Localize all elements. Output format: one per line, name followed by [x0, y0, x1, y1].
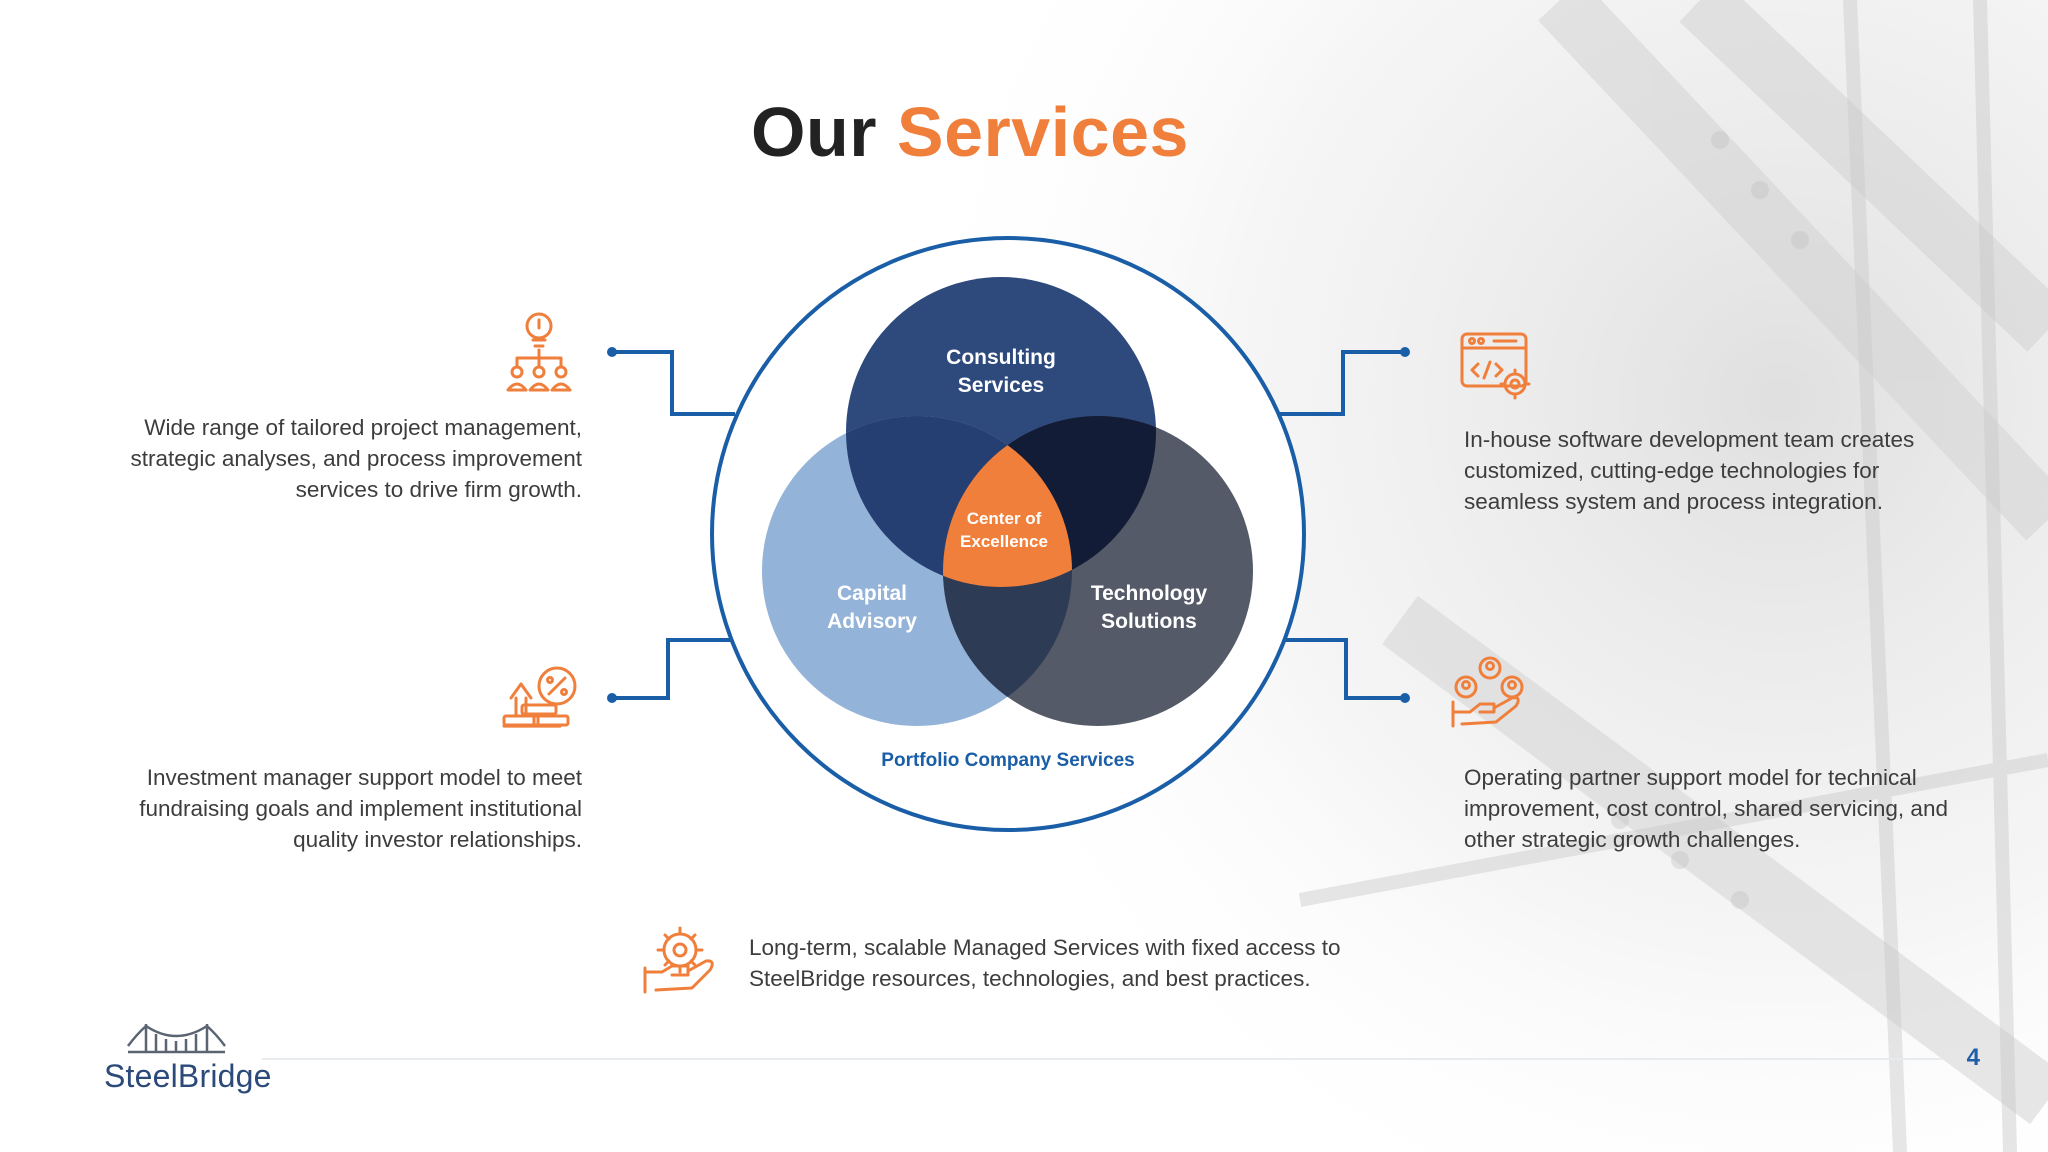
- service-description-software: In-house software development team creat…: [1464, 427, 1915, 514]
- service-description-capital: Investment manager support model to meet…: [139, 765, 582, 852]
- page-number: 4: [1966, 1044, 1980, 1071]
- connector-top-right: [1280, 350, 1405, 416]
- connector-dot: [1400, 347, 1410, 357]
- title-highlight: Services: [896, 93, 1189, 171]
- connector-dot: [1400, 693, 1410, 703]
- connector-top-left: [612, 350, 735, 416]
- center-overlap: [943, 416, 1072, 587]
- service-description-operating: Operating partner support model for tech…: [1464, 765, 1948, 852]
- percent-growth-coins-icon: [502, 666, 577, 728]
- software-code-gear-icon: [1460, 332, 1531, 400]
- connector-bottom-left: [612, 638, 733, 700]
- steelbridge-logo-mark: [127, 1024, 226, 1054]
- connector-bottom-right: [1285, 638, 1405, 700]
- logo-text: SteelBridge: [104, 1058, 272, 1094]
- ring-label: Portfolio Company Services: [881, 750, 1134, 771]
- connector-dot: [607, 347, 617, 357]
- gear-hand-icon: [643, 926, 714, 994]
- page-title: Our Services: [0, 92, 1940, 172]
- title-prefix: Our: [751, 93, 877, 171]
- footer-divider: [262, 1058, 1942, 1060]
- connector-dot: [607, 693, 617, 703]
- service-description-consulting: Wide range of tailored project managemen…: [130, 415, 582, 502]
- idea-team-icon: [506, 312, 572, 392]
- service-description-managed: Long-term, scalable Managed Services wit…: [749, 935, 1341, 991]
- people-hand-support-icon: [1451, 656, 1524, 728]
